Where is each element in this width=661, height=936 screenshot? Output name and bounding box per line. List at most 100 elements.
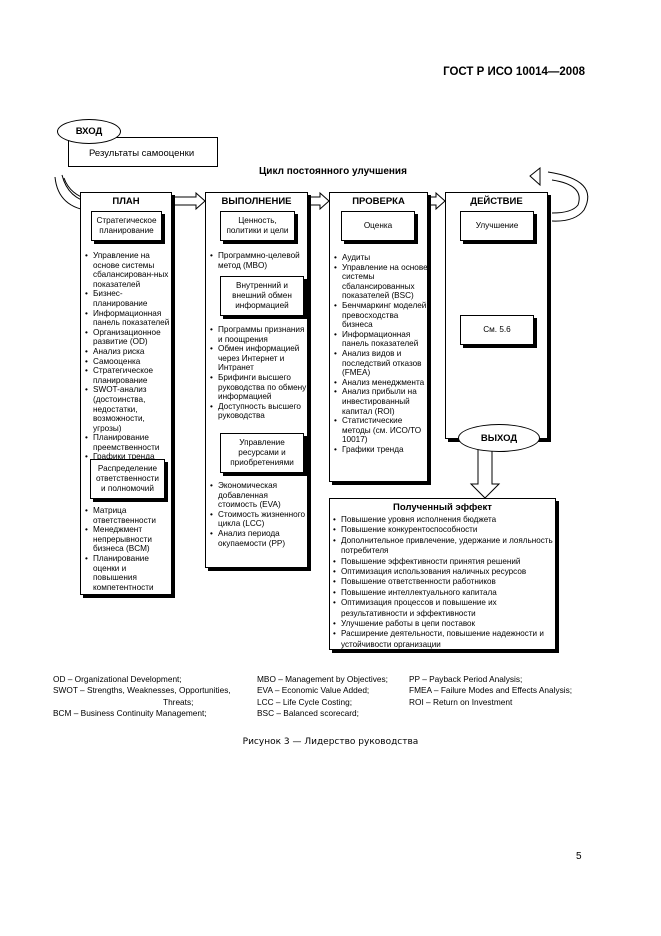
- do-communication-text: Внутренний и внешний обмен информацией: [232, 281, 292, 310]
- check-evaluation-box: Оценка: [341, 211, 415, 241]
- check-evaluation-text: Оценка: [363, 221, 393, 230]
- list-item: Брифинги высшего руководства по обмену и…: [209, 373, 308, 402]
- standard-header: ГОСТ Р ИСО 10014—2008: [443, 66, 585, 78]
- input-oval: ВХОД: [57, 119, 121, 144]
- plan-strategic-box: Стратегическое планирование: [91, 211, 162, 241]
- list-item: Графики тренда: [333, 445, 428, 455]
- do-values-box: Ценность, политики и цели: [220, 211, 295, 241]
- check-title: ПРОВЕРКА: [352, 196, 405, 207]
- abbreviation: PP – Payback Period Analysis;: [409, 674, 523, 684]
- effect-title: Полученный эффект: [393, 502, 492, 513]
- list-item: Управление на основе системы сбалансиров…: [84, 251, 172, 289]
- abbreviations-col3: PP – Payback Period Analysis; FMEA – Fai…: [409, 674, 572, 708]
- list-item: Повышение уровня исполнения бюджета: [332, 515, 555, 526]
- list-item: Дополнительное привлечение, удержание и …: [332, 536, 555, 557]
- plan-list: Управление на основе системы сбалансиров…: [84, 251, 172, 462]
- do-communication-box: Внутренний и внешний обмен информацией: [220, 276, 304, 316]
- list-item: Планирование оценки и повышения компетен…: [84, 554, 172, 592]
- list-item: Статистические методы (см. ИСО/ТО 10017): [333, 416, 428, 445]
- abbreviation: MBO – Management by Objectives;: [257, 674, 388, 684]
- act-improvement-text: Улучшение: [475, 221, 519, 230]
- abbreviation: SWOT – Strengths, Weaknesses, Opportunit…: [53, 685, 231, 696]
- figure-caption: Рисунок 3 — Лидерство руководства: [242, 737, 419, 747]
- list-item: Повышение ответственности работников: [332, 577, 555, 588]
- list-item: Анализ видов и последствий отказов (FMEA…: [333, 349, 428, 378]
- abbreviations-col2: MBO – Management by Objectives; EVA – Ec…: [257, 674, 388, 720]
- plan-list-2: Матрица ответственности Менеджмент непре…: [84, 506, 172, 592]
- list-item: Доступность высшего руководства: [209, 402, 308, 421]
- list-item: Бенчмаркинг моделей превосходства бизнес…: [333, 301, 428, 330]
- list-item: Матрица ответственности: [84, 506, 172, 525]
- output-label: ВЫХОД: [480, 432, 518, 444]
- do-resources-text: Управление ресурсами и приобретениями: [230, 438, 294, 467]
- do-list: Программно-целевой метод (MBO): [209, 251, 308, 270]
- list-item: Программы признания и поощрения: [209, 325, 308, 344]
- list-item: Аудиты: [333, 253, 428, 263]
- plan-strategic-text: Стратегическое планирование: [96, 216, 157, 235]
- abbreviations-col1: OD – Organizational Development; SWOT – …: [53, 674, 231, 720]
- act-column: ДЕЙСТВИЕ Улучшение См. 5.6: [445, 192, 548, 439]
- list-item: Повышение эффективности принятия решений: [332, 557, 555, 568]
- abbreviation: OD – Organizational Development;: [53, 674, 182, 684]
- list-item: Графики тренда: [84, 452, 172, 462]
- list-item: Информационная панель показателей: [84, 309, 172, 328]
- list-item: Стоимость жизненного цикла (LCC): [209, 510, 308, 529]
- act-see-box: См. 5.6: [460, 315, 534, 345]
- abbreviation: LCC – Life Cycle Costing;: [257, 696, 352, 707]
- page-number: 5: [576, 851, 582, 862]
- arrow-plan-do-icon: [171, 191, 206, 211]
- arrow-check-act-icon: [427, 191, 446, 211]
- list-item: Анализ прибыли на инвестированный капита…: [333, 387, 428, 416]
- list-item: Расширение деятельности, повышение надеж…: [332, 629, 555, 650]
- plan-title: ПЛАН: [112, 196, 140, 207]
- abbreviation: FMEA – Failure Modes and Effects Analysi…: [409, 685, 573, 696]
- arrow-do-check-icon: [307, 191, 330, 211]
- input-results-box: Результаты самооценки: [68, 137, 218, 167]
- input-results-text: Результаты самооценки: [89, 148, 195, 159]
- list-item: Обмен информацией через Интернет и Интра…: [209, 344, 308, 373]
- list-item: SWOT-анализ (достоинства, недостатки, во…: [84, 385, 172, 433]
- list-item: Стратегическое планирование: [84, 366, 172, 385]
- act-see-text: См. 5.6: [483, 325, 511, 334]
- list-item: Оптимизация использования наличных ресур…: [332, 567, 555, 578]
- do-list-3: Экономическая добавленная стоимость (EVA…: [209, 481, 308, 548]
- abbreviation: ROI – Return on Investment: [409, 696, 513, 707]
- list-item: Менеджмент непрерывности бизнеса (BCM): [84, 525, 172, 554]
- check-list: Аудиты Управление на основе системы сбал…: [333, 253, 428, 454]
- cycle-title: Цикл постоянного улучшения: [259, 166, 407, 177]
- list-item: Улучшение работы в цепи поставок: [332, 619, 555, 630]
- list-item: Управление на основе системы сбалансиров…: [333, 263, 428, 301]
- list-item: Повышение конкурентоспособности: [332, 525, 555, 536]
- list-item: Анализ периода окупаемости (PP): [209, 529, 308, 548]
- list-item: Повышение интеллектуального капитала: [332, 588, 555, 599]
- list-item: Самооценка: [84, 357, 172, 367]
- list-item: Анализ менеджмента: [333, 378, 428, 388]
- effect-list: Повышение уровня исполнения бюджета Повы…: [332, 515, 555, 650]
- list-item: Оптимизация процессов и повышение их рез…: [332, 598, 555, 619]
- list-item: Информационная панель показателей: [333, 330, 428, 349]
- plan-column: ПЛАН Стратегическое планирование Управле…: [80, 192, 172, 595]
- input-label: ВХОД: [75, 126, 103, 137]
- act-title: ДЕЙСТВИЕ: [470, 196, 523, 207]
- output-oval: ВЫХОД: [458, 424, 540, 452]
- do-resources-box: Управление ресурсами и приобретениями: [220, 433, 304, 473]
- plan-responsibility-text: Распределение ответственности и полномоч…: [96, 464, 159, 493]
- list-item: Экономическая добавленная стоимость (EVA…: [209, 481, 308, 510]
- do-title: ВЫПОЛНЕНИЕ: [221, 196, 292, 207]
- act-improvement-box: Улучшение: [460, 211, 534, 241]
- check-column: ПРОВЕРКА Оценка Аудиты Управление на осн…: [329, 192, 428, 482]
- list-item: Планирование преемственности: [84, 433, 172, 452]
- do-list-2: Программы признания и поощрения Обмен ин…: [209, 325, 308, 421]
- list-item: Анализ риска: [84, 347, 172, 357]
- effect-box: Полученный эффект Повышение уровня испол…: [329, 498, 556, 650]
- list-item: Бизнес-планирование: [84, 289, 172, 308]
- list-item: Организационное развитие (OD): [84, 328, 172, 347]
- abbreviation: EVA – Economic Value Added;: [257, 685, 370, 696]
- do-column: ВЫПОЛНЕНИЕ Ценность, политики и цели Про…: [205, 192, 308, 568]
- plan-responsibility-box: Распределение ответственности и полномоч…: [90, 459, 165, 499]
- abbreviation: BCM – Business Continuity Management;: [53, 708, 207, 719]
- abbreviation: Threats;: [163, 696, 194, 707]
- list-item: Программно-целевой метод (MBO): [209, 251, 308, 270]
- do-values-text: Ценность, политики и цели: [226, 216, 289, 235]
- cycle-arrow-return-icon: [551, 179, 580, 214]
